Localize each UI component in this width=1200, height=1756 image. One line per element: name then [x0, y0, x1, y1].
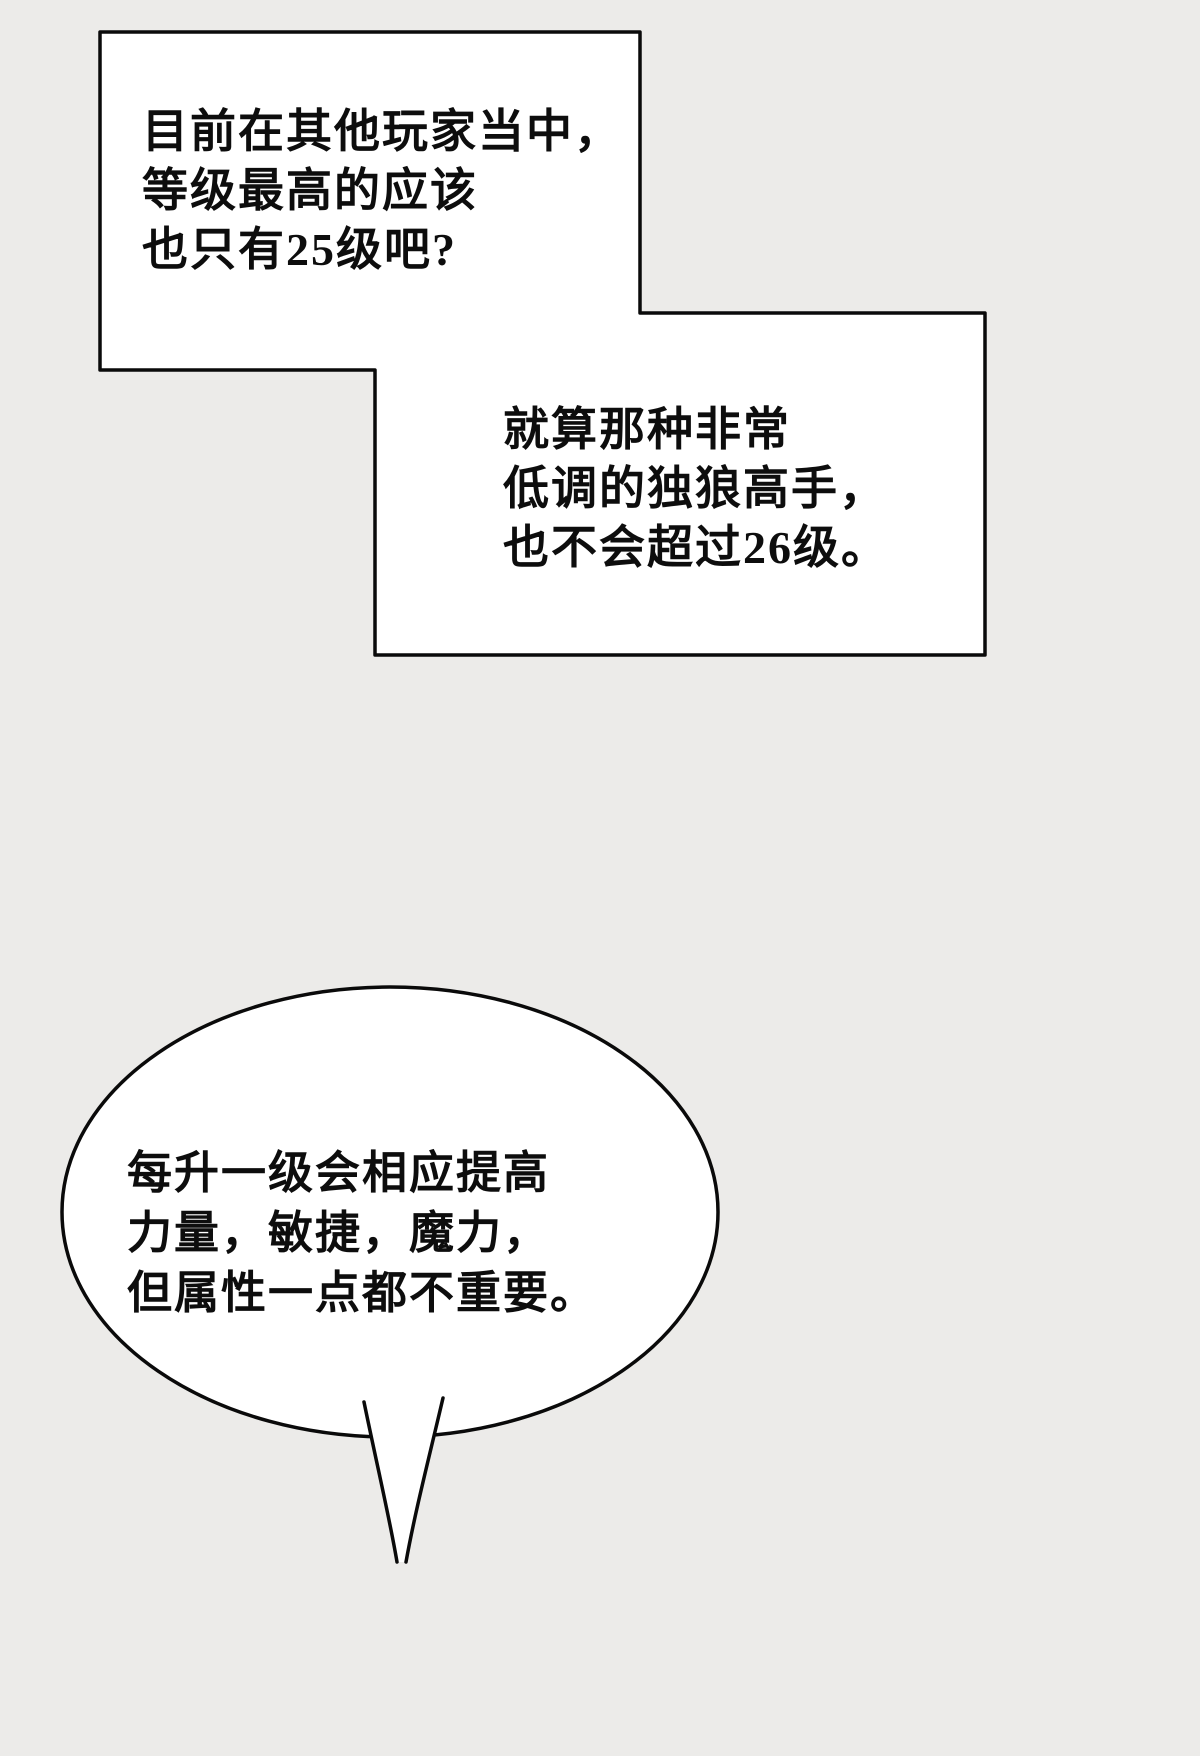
speech-bubble-tail-fill [364, 1398, 443, 1562]
speech-bubble-tail-outline-right [404, 1396, 445, 1564]
speech-bubble-tail-outline-left [362, 1400, 399, 1564]
speech-bubble-stepped-shape [98, 30, 987, 657]
speech-text-bottom: 每升一级会相应提高 力量，敏捷，魔力， 但属性一点都不重要。 [127, 1147, 598, 1318]
speech-text-top: 目前在其他玩家当中， 等级最高的应该 也只有25级吧? [142, 106, 622, 275]
speech-text-middle: 就算那种非常 低调的独狼高手， 也不会超过26级。 [503, 404, 889, 573]
